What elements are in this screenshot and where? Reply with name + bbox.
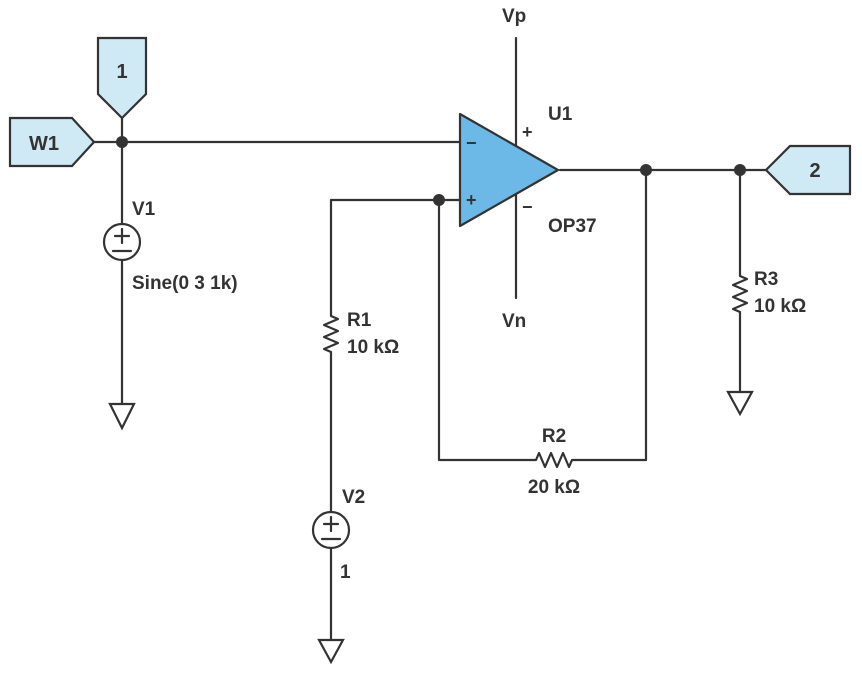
source-v1: V1 Sine(0 3 1k) (102, 199, 238, 294)
ground-icon (317, 638, 345, 665)
opamp-noninverting-sign: + (466, 190, 477, 210)
port-1: 1 (96, 36, 148, 120)
resistor-r3: R3 10 kΩ (731, 268, 806, 317)
junction-node-load (734, 164, 746, 176)
ground-icon (726, 390, 754, 417)
opamp-supply-pos-sign: + (522, 122, 533, 142)
port-flag-icon (8, 116, 96, 168)
r3-value-label: 10 kΩ (754, 296, 806, 317)
r2-ref-label: R2 (542, 426, 566, 447)
wire-feedback-left (437, 198, 532, 462)
junction-node-output (640, 164, 652, 176)
wires (92, 36, 768, 642)
source-v2: V2 1 (311, 487, 365, 583)
port-2: 2 (764, 144, 852, 196)
opamp-ref-label: U1 (548, 104, 573, 125)
v1-value-label: Sine(0 3 1k) (132, 273, 238, 294)
wire-noninverting-input (329, 198, 462, 312)
v2-value-label: 1 (340, 562, 351, 583)
v1-ref-label: V1 (132, 199, 156, 220)
opamp-inverting-sign: − (466, 133, 477, 153)
port-2-label: 2 (809, 160, 820, 182)
port-w1-label: W1 (29, 133, 59, 155)
opamp-supply-pos-label: Vp (502, 6, 526, 27)
resistor-icon (322, 308, 340, 356)
r1-value-label: 10 kΩ (347, 337, 399, 358)
r3-ref-label: R3 (754, 269, 778, 290)
resistor-r1: R1 10 kΩ (322, 308, 399, 358)
ground-icon (108, 402, 136, 431)
port-flag-icon (96, 36, 148, 120)
resistor-r2: R2 20 kΩ (528, 426, 580, 498)
resistor-icon (731, 268, 749, 316)
v2-ref-label: V2 (342, 487, 365, 508)
port-1-label: 1 (116, 61, 127, 83)
r1-ref-label: R1 (347, 310, 372, 331)
port-flag-icon (764, 144, 852, 196)
opamp-supply-neg-label: Vn (502, 311, 526, 332)
junction-node-input (116, 136, 128, 148)
resistor-icon (528, 451, 578, 469)
wire-feedback-right (574, 168, 648, 462)
port-w1: W1 (8, 116, 96, 168)
r2-value-label: 20 kΩ (528, 477, 580, 498)
opamp-icon (458, 112, 560, 228)
junction-node-noninv (433, 194, 445, 206)
opamp-supply-neg-sign: − (522, 197, 533, 217)
opamp-model-label: OP37 (548, 216, 597, 237)
